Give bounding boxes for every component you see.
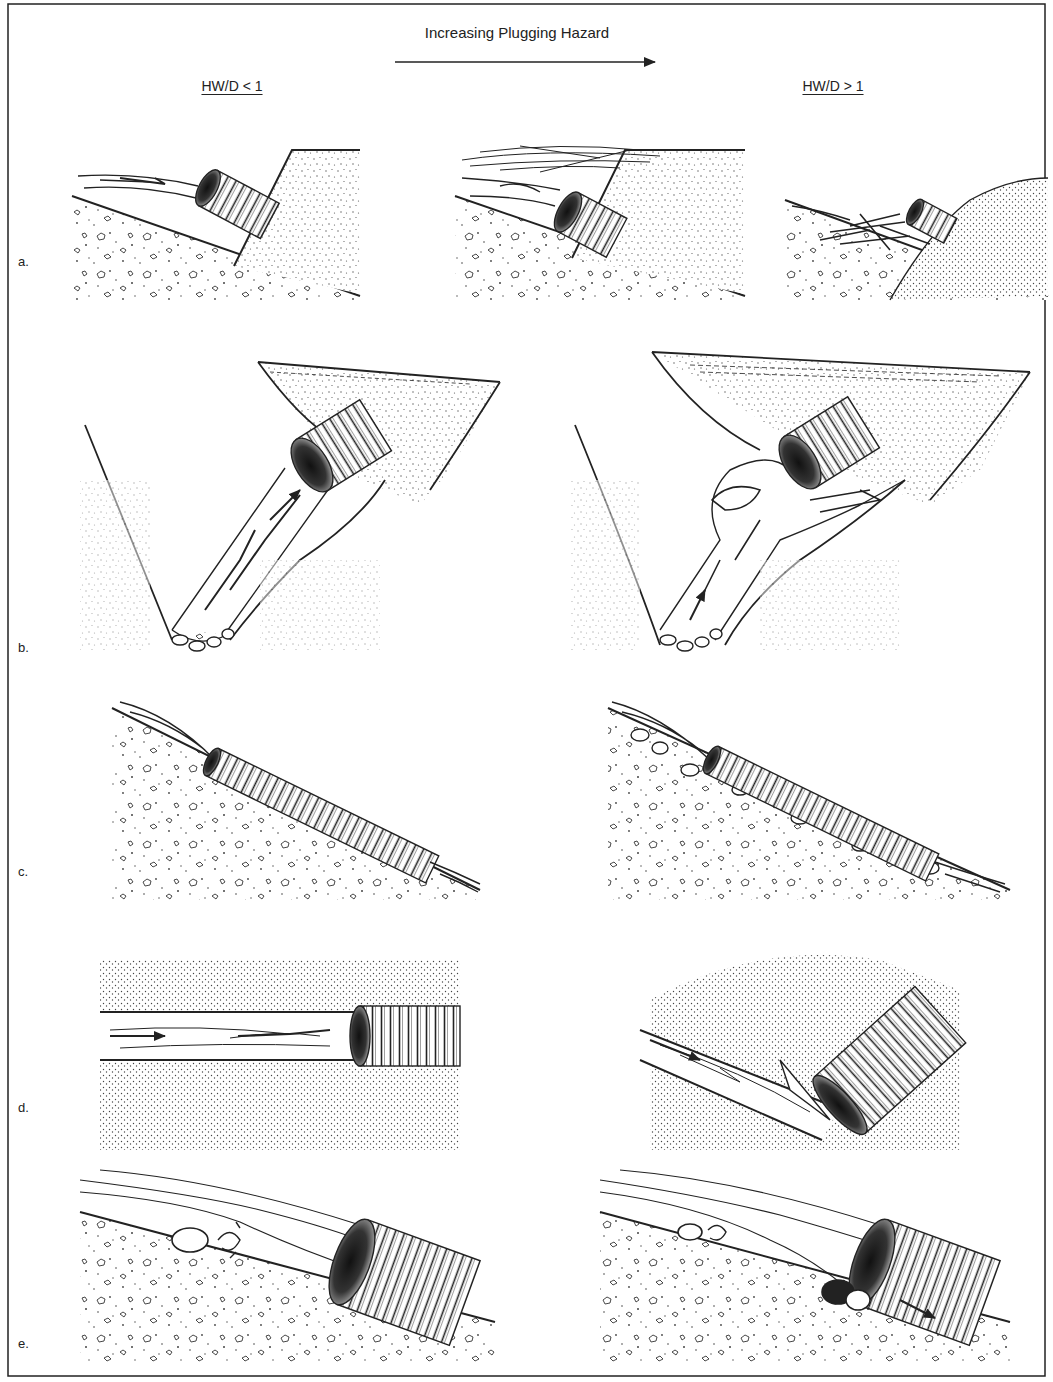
condition-label: HW/D > 1 <box>802 78 863 94</box>
row-c-left <box>112 702 480 900</box>
row-c-right <box>608 702 1010 900</box>
row-a-panel-1 <box>72 150 360 300</box>
row-a-panel-3 <box>785 178 1048 300</box>
row-letter: c. <box>18 864 28 879</box>
row-d-left <box>100 960 460 1150</box>
row-e-right <box>600 1170 1010 1362</box>
row-letter: b. <box>18 640 29 655</box>
row-e-left <box>80 1170 495 1362</box>
row-b-left <box>80 362 500 651</box>
figure-heading: Increasing Plugging Hazard <box>425 24 609 41</box>
row-letter: a. <box>18 254 29 269</box>
condition-label: HW/D < 1 <box>201 78 262 94</box>
row-letter: e. <box>18 1336 29 1351</box>
row-b-right <box>570 352 1030 651</box>
row-d-right <box>640 955 966 1150</box>
figure-border <box>8 4 1045 1376</box>
row-a-panel-2 <box>455 146 745 300</box>
row-letter: d. <box>18 1100 29 1115</box>
hazard-arrow <box>395 61 655 63</box>
